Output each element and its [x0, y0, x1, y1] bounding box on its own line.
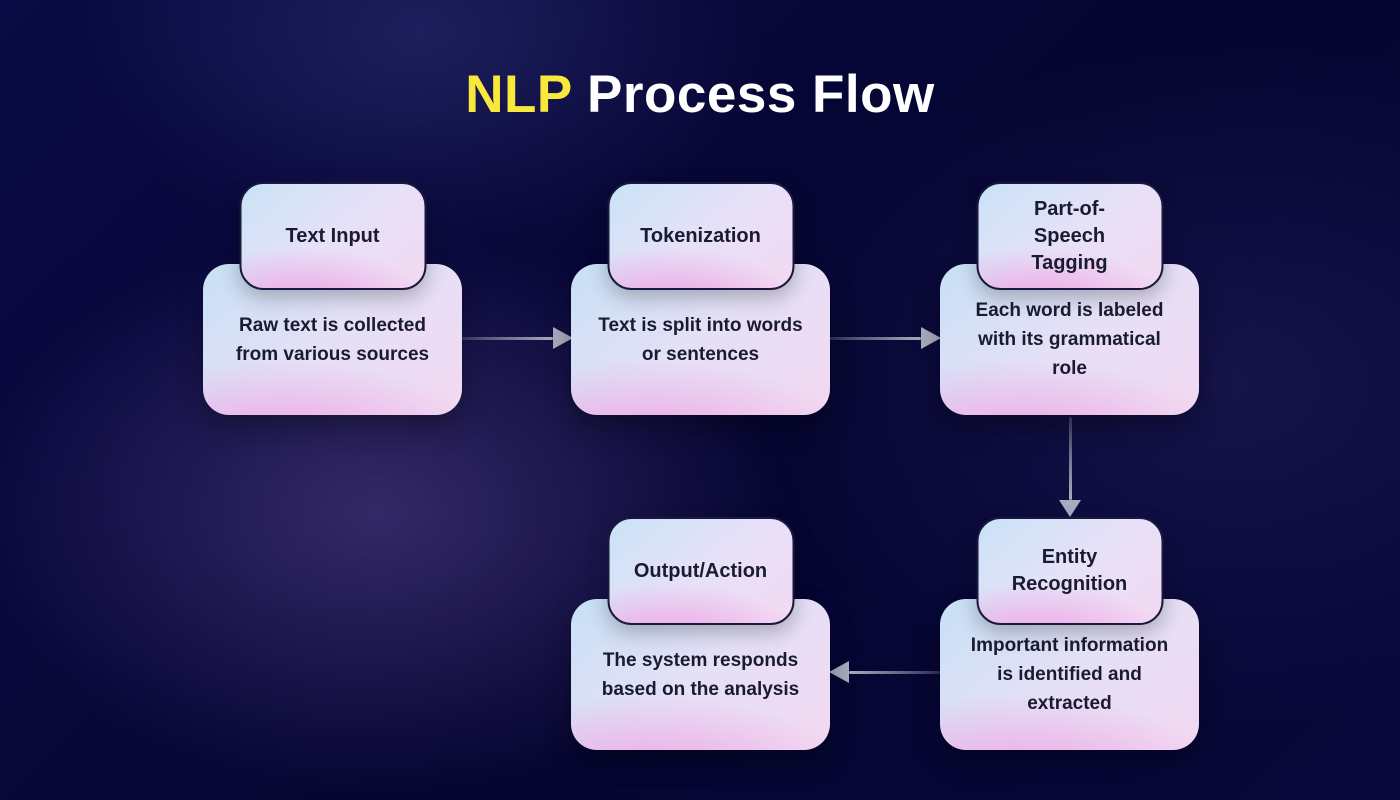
arrow-tokenization-to-pos-tagging [830, 327, 941, 349]
node-text-input: Raw text is collected from various sourc… [203, 182, 462, 415]
title-rest: Process Flow [571, 65, 935, 124]
node-title: Tokenization [607, 182, 794, 290]
arrow-right-icon [921, 327, 941, 349]
node-title: Entity Recognition [976, 517, 1163, 625]
title-highlight: NLP [465, 65, 572, 124]
arrow-left-icon [829, 661, 849, 683]
page-title: NLP Process Flow [0, 64, 1400, 125]
arrow-down-icon [1059, 500, 1081, 517]
arrow-pos-tagging-to-entity-recognition [1059, 417, 1081, 517]
node-title: Text Input [239, 182, 426, 290]
node-pos-tagging: Each word is labeled with its grammatica… [940, 182, 1199, 415]
arrow-entity-recognition-to-output-action [829, 661, 940, 683]
node-title: Part-of- Speech Tagging [976, 182, 1163, 290]
arrow-shaft [1068, 417, 1072, 500]
node-description: Text is split into words or sentences [571, 264, 830, 415]
node-entity-recognition: Important information is identified and … [940, 517, 1199, 750]
arrow-shaft [462, 336, 553, 340]
arrow-shaft [849, 670, 940, 674]
node-tokenization: Text is split into words or sentences To… [571, 182, 830, 415]
arrow-right-icon [553, 327, 573, 349]
node-title: Output/Action [607, 517, 794, 625]
arrow-text-input-to-tokenization [462, 327, 573, 349]
node-output-action: The system responds based on the analysi… [571, 517, 830, 750]
arrow-shaft [830, 336, 921, 340]
